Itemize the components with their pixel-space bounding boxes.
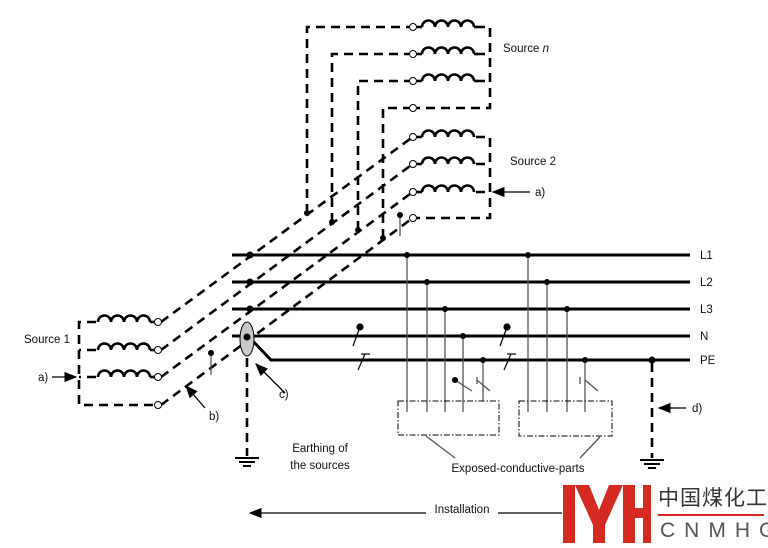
neutral-switch-icons [352, 323, 516, 371]
label-c: c) [279, 389, 289, 401]
label-l2: L2 [700, 277, 713, 289]
source-1 [77, 314, 214, 409]
label-l1: L1 [700, 250, 713, 262]
arrow-c [255, 363, 286, 394]
pe-earth-icon [640, 459, 664, 469]
earth-icon [235, 457, 259, 467]
source-2-label: Source 2 [510, 156, 556, 168]
logo-divider [658, 514, 764, 516]
arrow-b [185, 385, 206, 409]
label-l3: L3 [700, 304, 713, 316]
load-2 [518, 252, 613, 437]
logo-chinese-text: 中国煤化工 [658, 486, 768, 510]
source-n [304, 19, 492, 241]
label-d: d) [692, 403, 702, 415]
source-interconnections [160, 137, 411, 407]
label-b: b) [209, 411, 219, 423]
cnmhg-logo-mark [563, 485, 651, 543]
source-2 [397, 129, 492, 236]
label-n: N [700, 331, 708, 343]
label-a-source-1: a) [38, 372, 48, 384]
earthing-label-2: the sources [290, 460, 350, 472]
exposed-conductive-part-2 [518, 400, 613, 437]
source-n-label: Source n [503, 43, 549, 55]
logo-latin-text: CNMHG [660, 519, 768, 542]
load-1 [397, 252, 500, 436]
label-a-source-2: a) [535, 187, 545, 199]
earthing-label-1: Earthing of [292, 443, 348, 455]
exposed-conductive-parts-label: Exposed-conductive-parts [452, 463, 585, 475]
exposed-conductive-part-1 [397, 400, 500, 436]
label-pe: PE [700, 355, 716, 367]
installation-label: Installation [435, 504, 490, 516]
source-1-label: Source 1 [24, 334, 70, 346]
busbars [232, 253, 690, 362]
